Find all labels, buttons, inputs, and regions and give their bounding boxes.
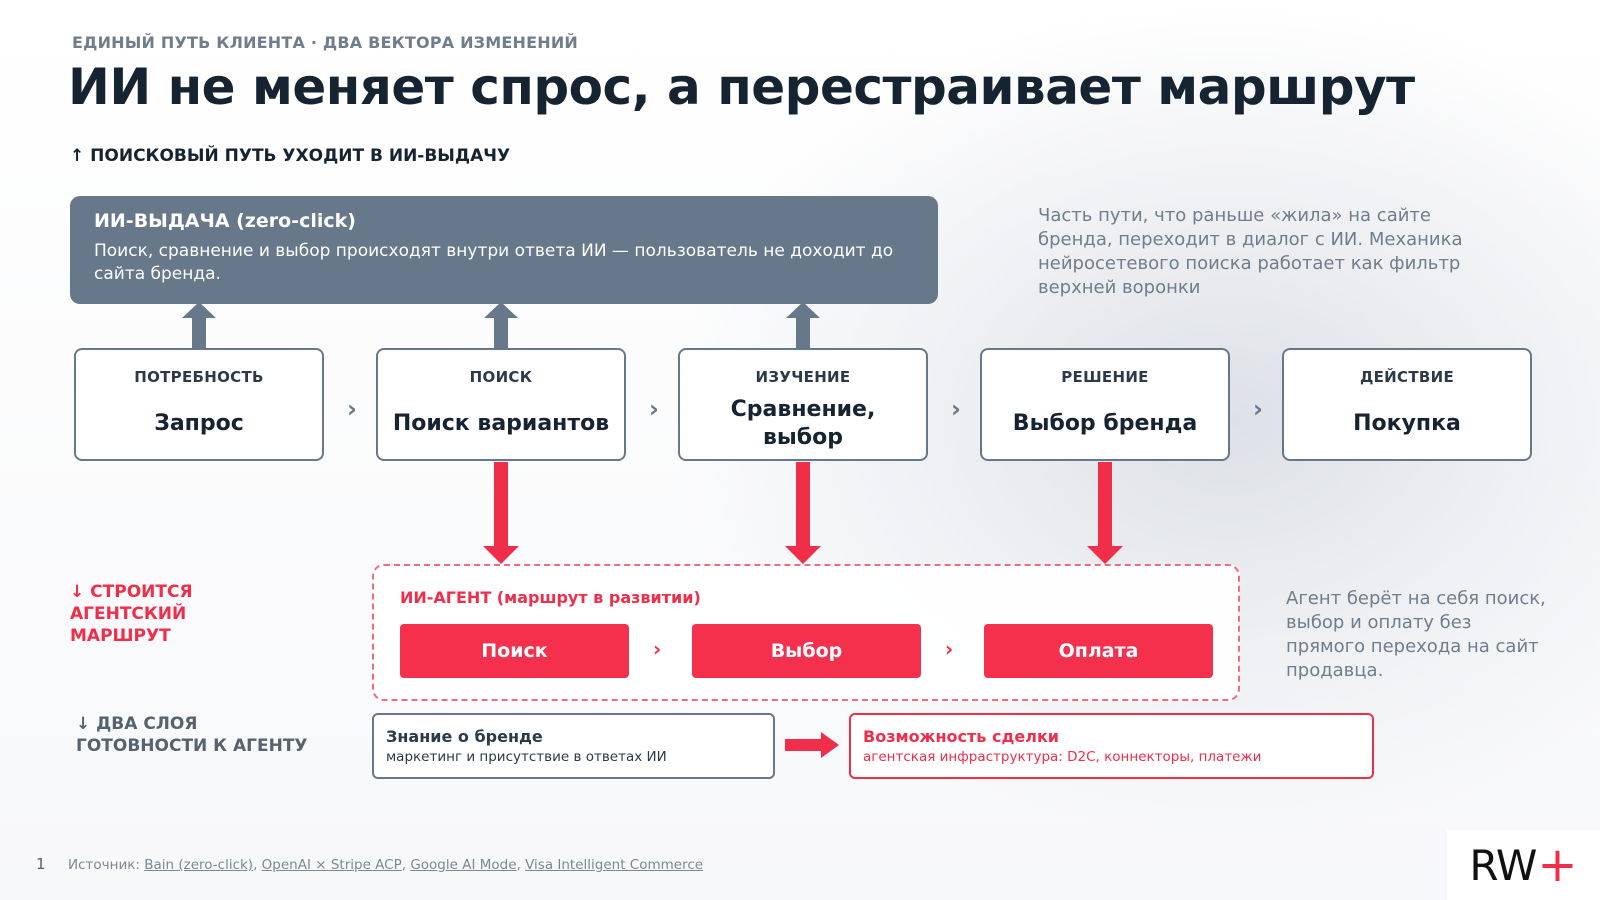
stage-value: Сравнение, выбор: [730, 397, 876, 450]
agent-note: Агент берёт на себя поиск, выбор и оплат…: [1286, 588, 1546, 681]
ai-results-text: Поиск, сравнение и выбор происходят внут…: [94, 241, 894, 284]
logo-plus-icon: +: [1537, 837, 1578, 893]
chevron-right-icon: ›: [945, 637, 954, 661]
stage-label: ПОИСК: [469, 368, 533, 386]
layer-subtitle: маркетинг и присутствие в ответах ИИ: [386, 749, 667, 765]
down-arrow-icon: [1087, 462, 1123, 564]
source-separator: ,: [401, 857, 411, 873]
layer-subtitle: агентская инфраструктура: D2C, коннектор…: [863, 749, 1262, 765]
stage-research: ИЗУЧЕНИЕ Сравнение, выбор: [678, 348, 928, 461]
stage-search: ПОИСК Поиск вариантов: [376, 348, 626, 461]
up-arrow-icon: [182, 302, 216, 348]
source-link[interactable]: Bain (zero-click): [144, 857, 254, 873]
source-link[interactable]: OpenAI × Stripe ACP: [261, 857, 402, 873]
source-link[interactable]: Google AI Mode: [410, 857, 517, 873]
stage-label: ИЗУЧЕНИЕ: [755, 368, 851, 386]
layer-brand-knowledge: Знание о бренде маркетинг и присутствие …: [372, 713, 775, 779]
agent-step-search: Поиск: [400, 624, 629, 678]
layer-title: Знание о бренде: [386, 727, 543, 746]
right-arrow-icon: [785, 732, 841, 758]
search-path-label: ↑ ПОИСКОВЫЙ ПУТЬ УХОДИТ В ИИ-ВЫДАЧУ: [70, 146, 511, 166]
source-prefix: Источник:: [68, 857, 145, 873]
chevron-right-icon: ›: [951, 395, 961, 423]
readiness-label: ↓ ДВА СЛОЯ ГОТОВНОСТИ К АГЕНТУ: [76, 714, 308, 756]
ai-results-panel: ИИ-ВЫДАЧА (zero-click) Поиск, сравнение …: [70, 196, 938, 304]
ai-results-title: ИИ-ВЫДАЧА (zero-click): [94, 210, 356, 232]
stage-label: ПОТРЕБНОСТЬ: [134, 368, 264, 386]
logo-text: RW: [1469, 840, 1537, 890]
stage-value: Поиск вариантов: [392, 411, 610, 436]
chevron-right-icon: ›: [653, 637, 662, 661]
stage-need: ПОТРЕБНОСТЬ Запрос: [74, 348, 324, 461]
agent-step-payment: Оплата: [984, 624, 1213, 678]
stage-value: Покупка: [1353, 411, 1461, 436]
stage-decision: РЕШЕНИЕ Выбор бренда: [980, 348, 1230, 461]
rw-logo: RW+: [1447, 830, 1600, 900]
stage-value: Выбор бренда: [1012, 411, 1198, 436]
chevron-right-icon: ›: [1253, 395, 1263, 423]
stage-value: Запрос: [154, 411, 244, 436]
agent-step-choice: Выбор: [692, 624, 921, 678]
stage-label: РЕШЕНИЕ: [1061, 368, 1149, 386]
source-separator: ,: [253, 857, 262, 873]
source-link[interactable]: Visa Intelligent Commerce: [525, 857, 704, 873]
source-line: Источник: Bain (zero-click), OpenAI × St…: [68, 857, 703, 873]
page-number: 1: [36, 855, 46, 873]
stage-label: ДЕЙСТВИЕ: [1359, 368, 1455, 386]
down-arrow-icon: [785, 462, 821, 564]
source-separator: ,: [516, 857, 526, 873]
layer-title: Возможность сделки: [863, 727, 1060, 746]
agent-route-label: ↓ СТРОИТСЯ АГЕНТСКИЙ МАРШРУТ: [70, 582, 193, 646]
chevron-right-icon: ›: [649, 395, 659, 423]
slide-title: ИИ не меняет спрос, а перестраивает марш…: [68, 58, 1415, 116]
search-path-note: Часть пути, что раньше «жила» на сайте б…: [1038, 205, 1463, 298]
up-arrow-icon: [484, 302, 518, 348]
ai-agent-title: ИИ-АГЕНТ (маршрут в развитии): [400, 588, 701, 607]
layer-deal-capability: Возможность сделки агентская инфраструкт…: [849, 713, 1374, 779]
chevron-right-icon: ›: [347, 395, 357, 423]
down-arrow-icon: [483, 462, 519, 564]
up-arrow-icon: [786, 302, 820, 348]
stage-action: ДЕЙСТВИЕ Покупка: [1282, 348, 1532, 461]
slide-kicker: ЕДИНЫЙ ПУТЬ КЛИЕНТА · ДВА ВЕКТОРА ИЗМЕНЕ…: [72, 33, 578, 52]
